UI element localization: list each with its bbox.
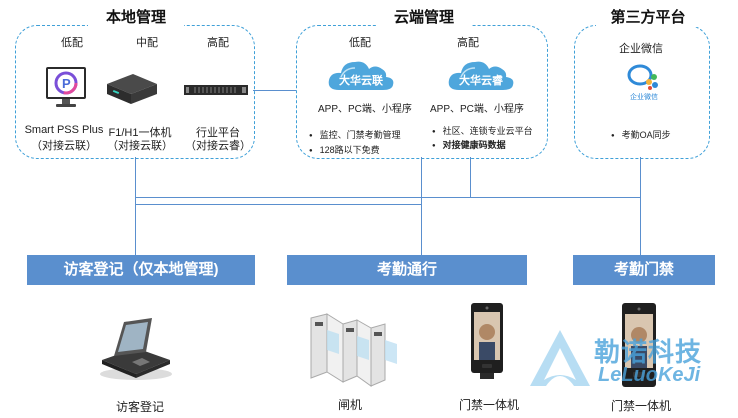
connector-local-cloud xyxy=(253,90,296,91)
turnstile-gate-icon xyxy=(310,313,397,387)
connector-cloud-right-down xyxy=(470,157,471,197)
industry-platform-sublabel: （对接云睿） xyxy=(185,140,251,152)
dahua-yunrui-cloud-icon: 大华云睿 xyxy=(448,61,514,90)
watermark-cn: 勒诺科技 xyxy=(594,337,703,367)
face-access-terminal-icon-1 xyxy=(471,303,503,379)
visitor-registration-label: 访客登记 xyxy=(115,400,164,414)
yunrui-bullet-1: 社区、连锁专业云平台 xyxy=(432,124,533,137)
wecom-platform-label: 企业微信 xyxy=(619,43,663,55)
visitor-registration-bar: 访客登记（仅本地管理) xyxy=(27,255,255,285)
f1-h1-label: F1/H1一体机 xyxy=(108,127,172,139)
connector-third-down xyxy=(640,157,641,255)
oa-sync-bullet: 考勤OA同步 xyxy=(611,128,671,141)
smart-pss-monitor-icon: P xyxy=(46,67,86,107)
turnstile-gate-label: 闸机 xyxy=(337,398,362,412)
face-terminal-label-1: 门禁一体机 xyxy=(458,398,519,412)
attendance-access-bar: 考勤通行 xyxy=(287,255,527,285)
dahua-yunlian-cloud-icon: 大华云联 xyxy=(328,61,394,90)
tier-high-local: 高配 xyxy=(207,37,229,49)
smart-pss-plus-label: Smart PSS Plus xyxy=(24,124,104,136)
face-terminal-label-2: 门禁一体机 xyxy=(610,399,671,413)
watermark-en: LeLuoKeJi xyxy=(598,364,701,386)
local-management-title: 本地管理 xyxy=(88,6,184,27)
industry-platform-label: 行业平台 xyxy=(196,127,240,139)
tier-high-cloud: 高配 xyxy=(457,37,479,49)
visitor-terminal-icon xyxy=(100,318,172,380)
face-access-terminal-icon-2 xyxy=(622,303,656,387)
wecom-logo-text: 企业微信 xyxy=(630,94,658,101)
yunlian-bullet-2: 128路以下免费 xyxy=(309,143,380,156)
leluo-watermark-logo-icon xyxy=(530,330,590,386)
svg-text:P: P xyxy=(62,76,71,91)
connector-horizontal-top xyxy=(135,197,641,198)
tier-low-local: 低配 xyxy=(61,37,83,49)
f1-h1-appliance-icon xyxy=(107,74,157,104)
connector-local-down xyxy=(135,157,136,255)
industry-platform-server-icon xyxy=(184,85,248,95)
tier-mid-local: 中配 xyxy=(136,37,158,49)
attendance-door-bar: 考勤门禁 xyxy=(573,255,715,285)
connector-cloud-left-down xyxy=(421,157,422,255)
yunlian-clients-label: APP、PC端、小程序 xyxy=(318,104,412,115)
wecom-logo-icon xyxy=(627,64,658,90)
yunrui-clients-label: APP、PC端、小程序 xyxy=(430,104,524,115)
cloud-management-title: 云端管理 xyxy=(376,6,472,27)
tier-low-cloud: 低配 xyxy=(349,37,371,49)
connector-horizontal-mid xyxy=(135,204,422,205)
f1-h1-sublabel: （对接云联） xyxy=(107,140,173,152)
third-party-title: 第三方平台 xyxy=(596,6,700,27)
dahua-yunrui-name: 大华云睿 xyxy=(459,73,504,87)
dahua-yunlian-name: 大华云联 xyxy=(339,73,383,87)
smart-pss-plus-sublabel: （对接云联） xyxy=(31,140,97,152)
yunlian-bullet-1: 监控、门禁考勤管理 xyxy=(309,128,401,141)
yunrui-bullet-2: 对接健康码数据 xyxy=(432,138,506,151)
